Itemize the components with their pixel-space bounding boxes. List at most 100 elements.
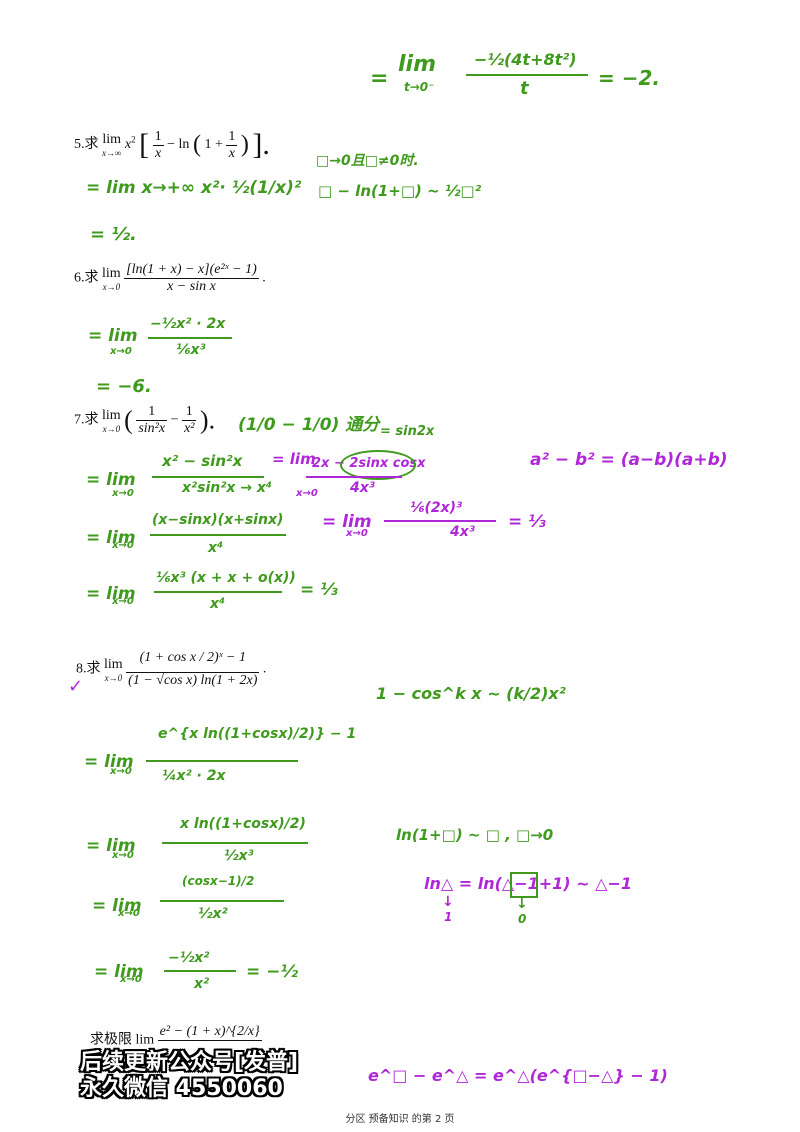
frac-den: (1 − √cos x) ln(1 + 2x)	[128, 673, 258, 688]
p7-p-bar	[306, 476, 402, 478]
p7-s3-lim: = lim	[86, 584, 136, 604]
p8-s1-sub: x→0	[110, 766, 132, 777]
problem-8: 8.求 lim x→0 (1 + cos x / 2)ˣ − 1(1 − √co…	[76, 650, 266, 689]
p7-p-sub: x→0	[296, 488, 318, 499]
problem-9: 求极限 lim e² − (1 + x)^{2/x}	[90, 1024, 262, 1057]
p8-g-note: ln(1+□) ~ □ , □→0	[396, 826, 554, 844]
p6-step1-den: ⅙x³	[176, 342, 206, 358]
lim-sub: x→0	[102, 281, 121, 292]
period: .	[262, 270, 266, 286]
p7-p2-num: ⅙(2x)³	[410, 500, 463, 516]
p8-s4-res: = −½	[246, 962, 299, 982]
p8-s3-bar	[160, 900, 284, 902]
p5-step2: = ½.	[90, 224, 137, 245]
p7-p2-lim: = lim	[322, 512, 372, 532]
p6-step2: = −6.	[96, 376, 152, 397]
p8-s3-lim: = lim	[92, 896, 142, 916]
lim-sub: x→∞	[102, 148, 122, 158]
top-num: −½(4t+8t²)	[474, 50, 577, 69]
frac-den: x²	[184, 421, 195, 436]
frac-den: x	[228, 145, 235, 161]
p8-s4-num: −½x²	[168, 950, 210, 966]
p6-step1-num: −½x² · 2x	[150, 316, 226, 332]
p7-p2-bar	[384, 520, 496, 522]
bracket-left: [	[139, 128, 150, 161]
p5-note2: □ − ln(1+□) ~ ½□²	[318, 182, 482, 200]
p7-s1-lim: = lim	[86, 470, 136, 490]
p8-p-one: 1	[444, 910, 453, 924]
p7-circle-note: = sin2x	[380, 424, 435, 439]
frac-num: 1	[152, 128, 164, 146]
frac-num: [ln(1 + x) − x](e²ˣ − 1)	[124, 262, 259, 279]
lim-word: lim	[104, 656, 123, 672]
p7-p-lim: = lim	[272, 450, 316, 468]
p8-p-zero: 0	[518, 912, 527, 926]
p7-s2-den: x⁴	[208, 540, 224, 556]
top-den: t	[520, 78, 529, 99]
p8-s1-num: e^{x ln((1+cosx)/2)} − 1	[158, 726, 357, 742]
highlight-box	[510, 872, 538, 898]
highlight-circle	[340, 450, 416, 480]
frac-num: e² − (1 + x)^{2/x}	[157, 1024, 262, 1041]
problem-label: 5.求	[74, 137, 99, 153]
p8-s1-bar	[146, 760, 298, 762]
p7-s3-den: x⁴	[210, 596, 226, 612]
p7-identity: a² − b² = (a−b)(a+b)	[530, 450, 728, 470]
page-footer: 分区 预备知识 的第 2 页	[345, 1114, 455, 1125]
lim-word: lim	[135, 1032, 155, 1048]
p8-s3-sub: x→0	[118, 908, 140, 919]
frac-den: x	[155, 145, 162, 161]
p8-s3-num: (cosx−1)/2	[182, 874, 255, 888]
top-result: = −2.	[598, 66, 660, 90]
p8-s4-lim: = lim	[94, 962, 144, 982]
watermark-line2: 永久微信 4550060	[80, 1076, 283, 1101]
p8-s2-lim: = lim	[86, 836, 136, 856]
p7-s3-res: = ⅓	[300, 580, 338, 600]
period: .	[262, 661, 267, 677]
p6-step1-sub: x→0	[110, 346, 132, 357]
p7-p2-den: 4x³	[450, 524, 475, 540]
p7-s1-bar	[152, 476, 264, 478]
p8-s2-bar	[162, 842, 308, 844]
minus-ln: − ln	[167, 137, 190, 153]
p8-s4-den: x²	[194, 976, 210, 992]
check-mark: ✓	[68, 676, 84, 697]
p7-s1-num: x² − sin²x	[162, 452, 243, 470]
top-lim: lim	[398, 52, 437, 77]
p8-p-arrow2: ↓	[516, 896, 528, 912]
frac-num: 1	[226, 128, 238, 146]
p7-s3-num: ⅙x³ (x + x + o(x))	[156, 570, 296, 586]
p6-step1-lim: = lim	[88, 326, 138, 346]
p8-s2-num: x ln((1+cosx)/2)	[180, 816, 306, 832]
p8-s3-den: ½x²	[198, 906, 228, 922]
problem-label: 求极限	[90, 1032, 132, 1048]
p8-s1-lim: = lim	[84, 752, 134, 772]
bracket-right: ].	[252, 128, 270, 161]
problem-label: 8.求	[76, 661, 101, 677]
p7-s1-sub: x→0	[112, 488, 134, 499]
expr-sup: 2	[131, 134, 136, 145]
lim-sub: x→0	[102, 423, 121, 434]
p5-step1: = lim x→+∞ x²· ½(1/x)²	[86, 178, 302, 198]
paren-close: ).	[199, 405, 216, 435]
p6-frac-bar	[148, 337, 232, 339]
frac-num: 1	[136, 404, 168, 421]
p7-p2-sub: x→0	[346, 528, 368, 539]
top-frac-bar	[466, 74, 588, 76]
top-lim-sub: t→0⁻	[404, 80, 435, 94]
p7-s2-lim: = lim	[86, 528, 136, 548]
p7-s3-bar	[154, 591, 282, 593]
frac-num: (1 + cos x / 2)ˣ − 1	[126, 650, 260, 673]
p8-s1-den: ¼x² · 2x	[162, 768, 226, 784]
lim-sub: x→0	[104, 672, 123, 683]
p7-s1-den: x²sin²x → x⁴	[182, 480, 273, 496]
p8-s4-bar	[164, 970, 236, 972]
p7-s2-num: (x−sinx)(x+sinx)	[152, 512, 284, 528]
p8-note: 1 − cos^k x ~ (k/2)x²	[376, 684, 566, 703]
frac-den: sin²x	[138, 421, 166, 436]
p8-p-arrow1: ↓	[442, 894, 454, 910]
p7-s2-bar	[150, 534, 286, 536]
p7-s3-sub: x→0	[112, 596, 134, 607]
